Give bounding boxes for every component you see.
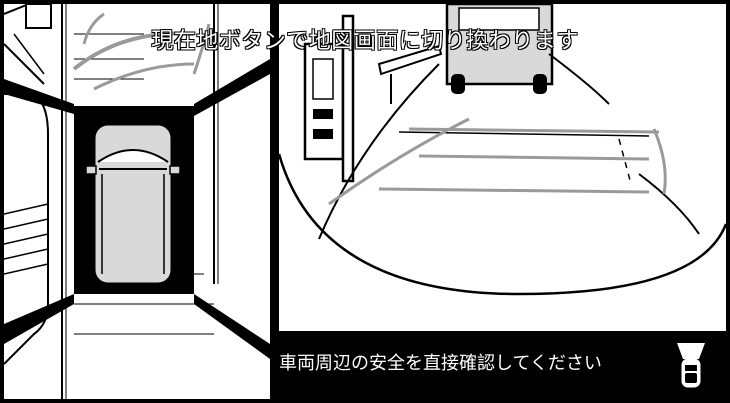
- map-switch-message: 現在地ボタンで地図画面に切り換わります: [151, 29, 579, 55]
- view-toggle-button[interactable]: [671, 339, 711, 395]
- safety-warning-text: 車両周辺の安全を直接確認してください: [279, 353, 602, 374]
- car-top-view-icon: [677, 343, 705, 388]
- overhead-view-panel[interactable]: [4, 4, 270, 399]
- rear-camera-view-panel[interactable]: [279, 4, 726, 331]
- rear-camera-illustration: [279, 4, 726, 331]
- overhead-view-illustration: [4, 4, 270, 399]
- bottom-info-bar: 車両周辺の安全を直接確認してください: [279, 335, 726, 399]
